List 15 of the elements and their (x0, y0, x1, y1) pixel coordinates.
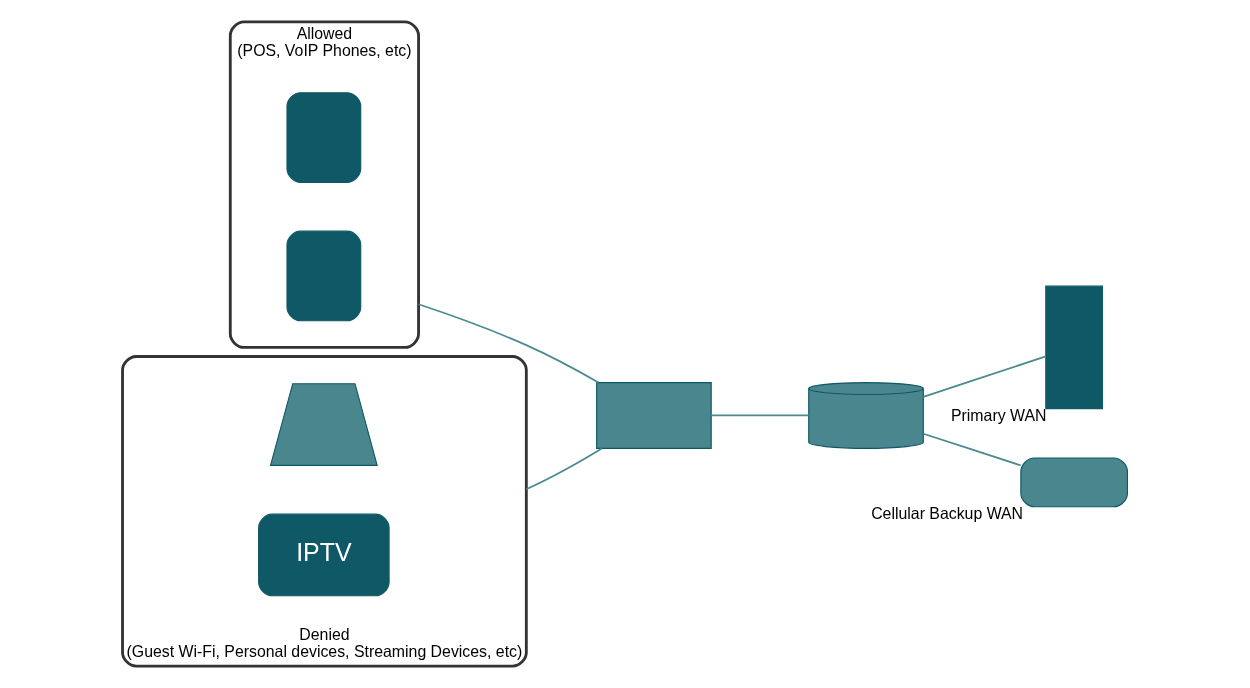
picture (269, 383, 378, 466)
node-label: Cellular Backup WAN (871, 505, 1024, 523)
connector (525, 447, 603, 491)
connector (922, 432, 1022, 467)
node-box (286, 230, 362, 322)
node-box: IPTV (258, 513, 390, 597)
node-label: Primary WAN (951, 407, 1047, 425)
node-box (1045, 285, 1104, 410)
node-box (1020, 457, 1129, 508)
connector (417, 303, 600, 384)
node-box (286, 92, 362, 183)
connector (922, 355, 1047, 398)
node-box (596, 382, 712, 449)
connector (710, 414, 810, 417)
cluster: Allowed (POS, VoIP Phones, etc) (228, 20, 420, 349)
